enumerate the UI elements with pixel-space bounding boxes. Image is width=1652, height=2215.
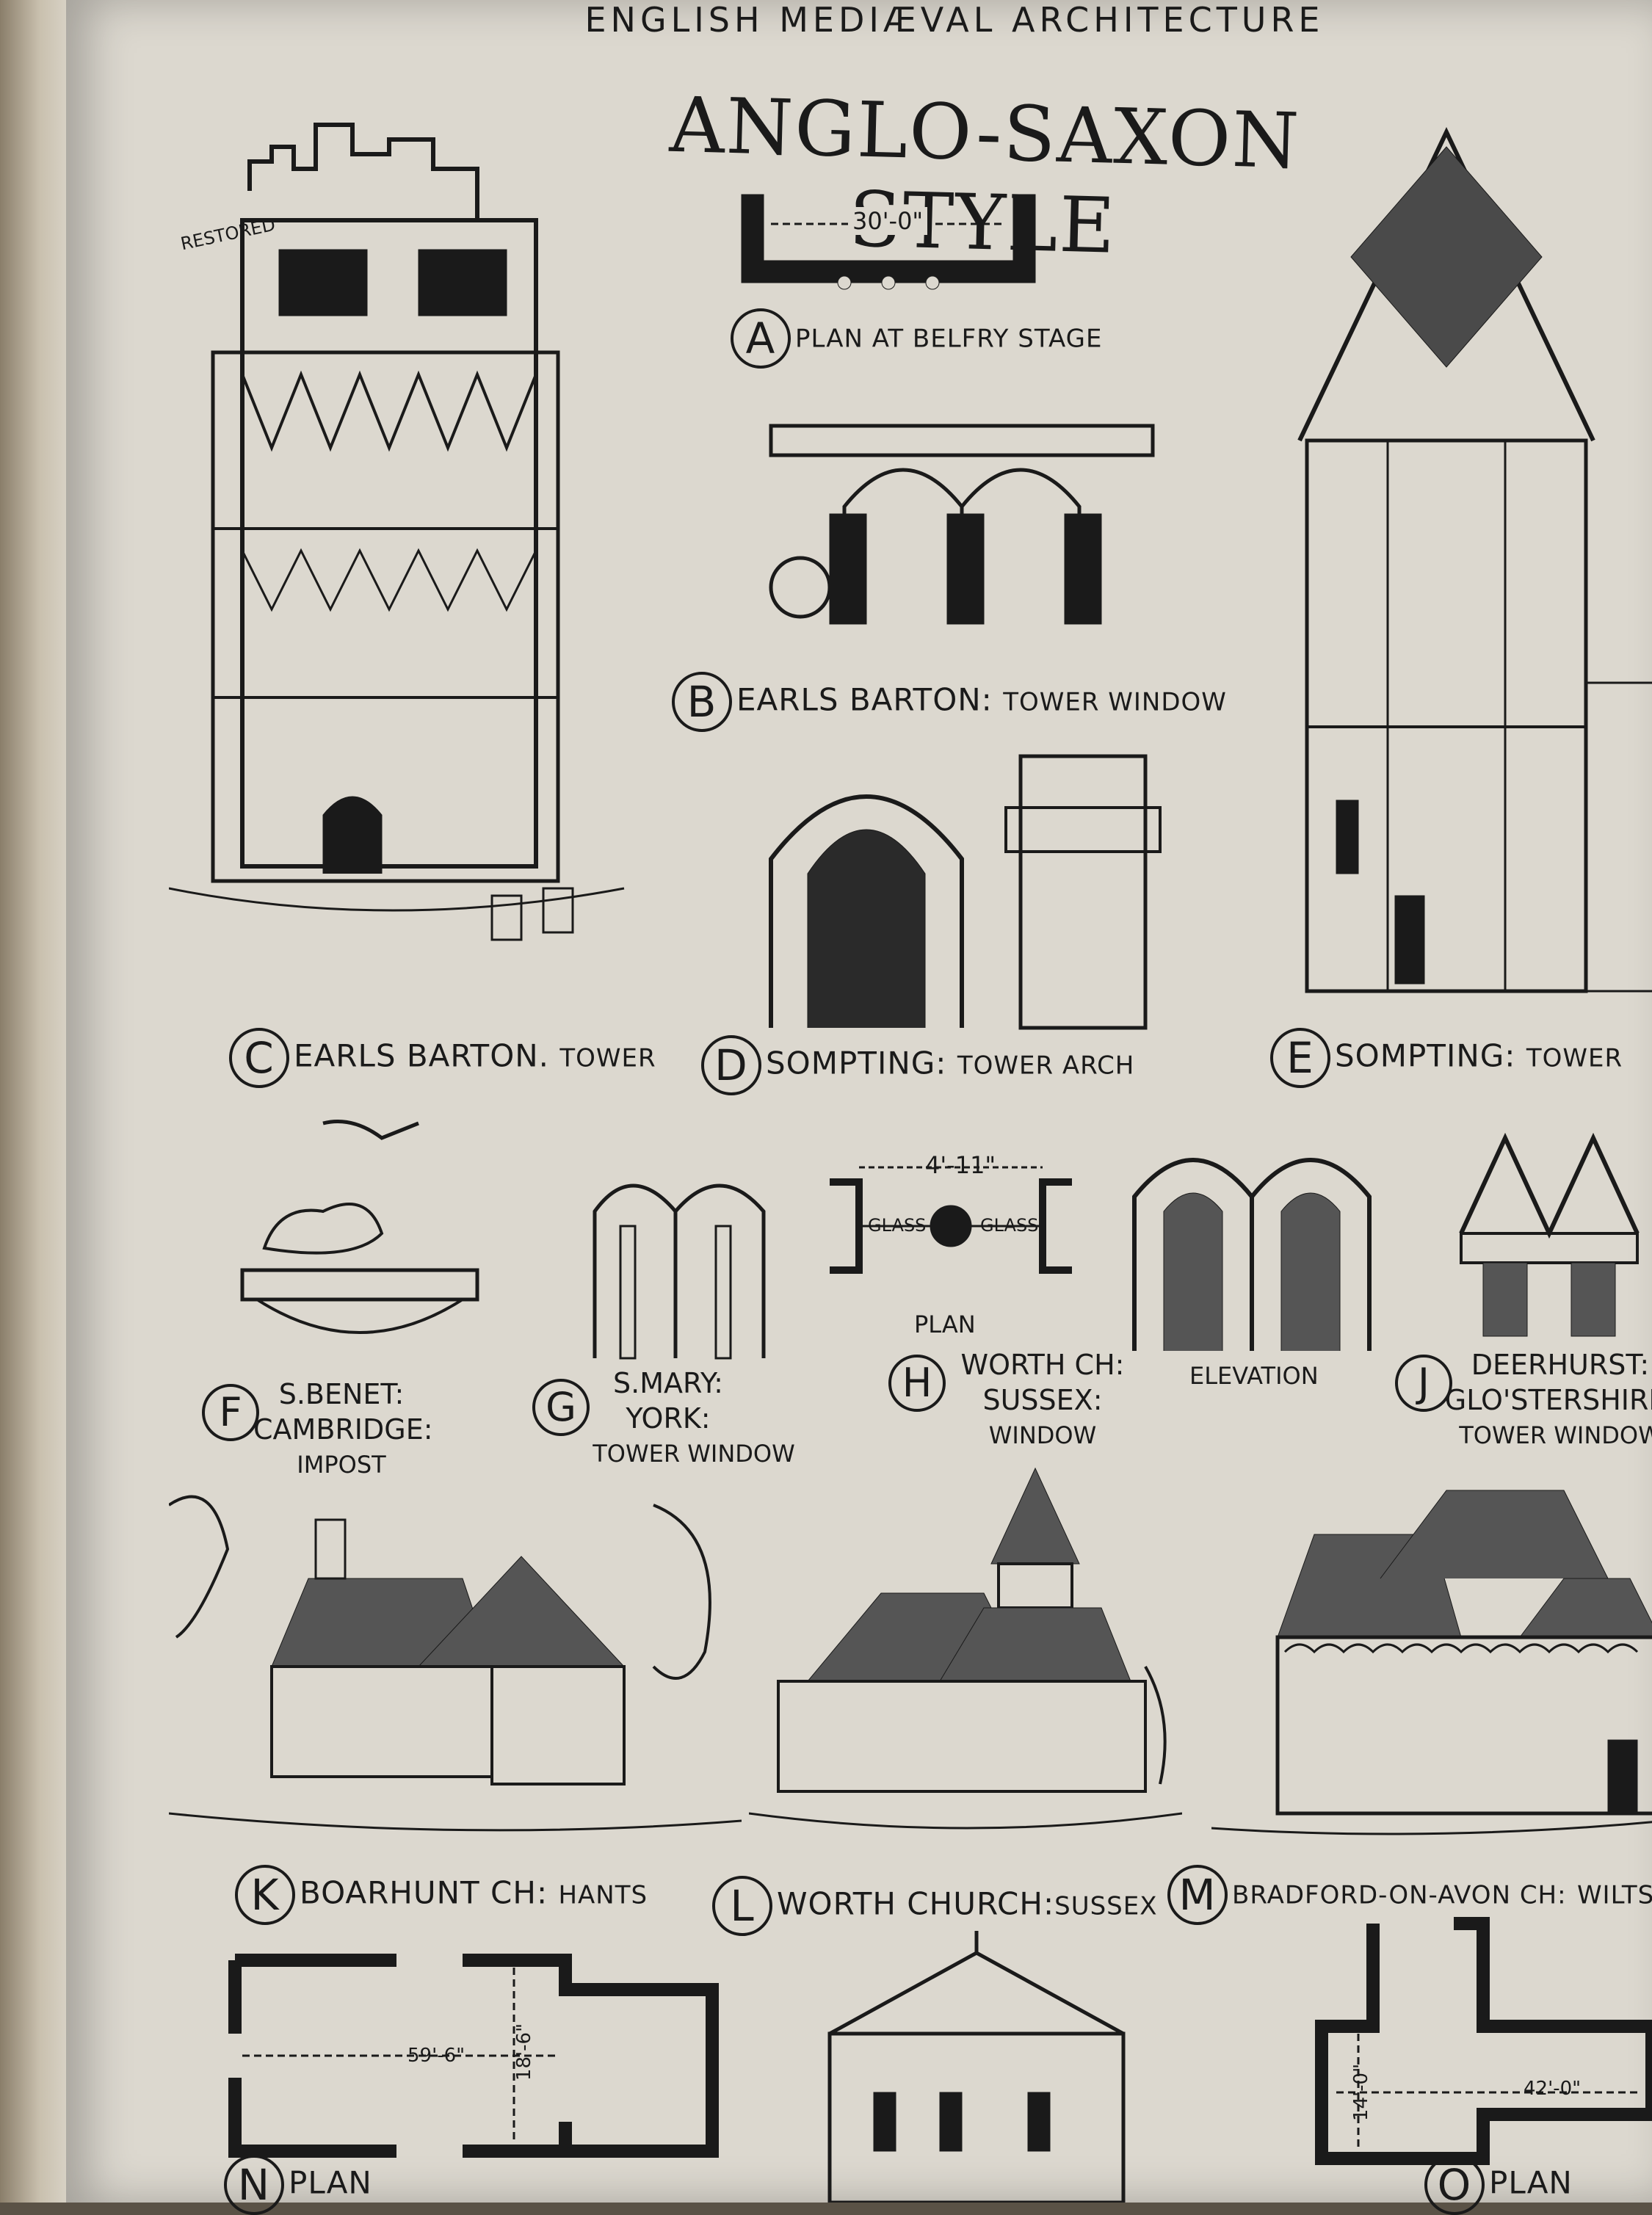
- caption-b-letter: B: [672, 672, 732, 732]
- caption-k-main: BOARHUNT CH:: [300, 1874, 548, 1911]
- tower-arch-d-drawing: [769, 754, 1162, 1030]
- plan-o-width-dim: 14'-0": [1350, 2063, 1373, 2122]
- worth-window-elevation-drawing: [1132, 1158, 1372, 1351]
- caption-g: G S.MARY: YORK: TOWER WINDOW: [521, 1366, 815, 1471]
- caption-l-letter: L: [712, 1876, 772, 1936]
- plan-a-dimension: 30'-0": [848, 207, 928, 235]
- caption-g-line3: TOWER WINDOW: [593, 1440, 795, 1468]
- caption-f-line3: IMPOST: [297, 1451, 386, 1479]
- caption-h: H WORTH CH: SUSSEX: WINDOW: [888, 1347, 1153, 1453]
- caption-e-main: SOMPTING:: [1335, 1037, 1516, 1074]
- caption-d-main: SOMPTING:: [766, 1045, 947, 1081]
- caption-j-line1: DEERHURST:: [1471, 1349, 1650, 1381]
- impost-f-drawing: [240, 1120, 479, 1334]
- caption-f: F S.BENET: CAMBRIDGE: IMPOST: [202, 1377, 433, 1482]
- sompting-tower-drawing: [1297, 127, 1652, 993]
- plan-o-length-dim: 42'-0": [1524, 2078, 1582, 2100]
- plan-n-drawing: [228, 1954, 719, 2158]
- caption-a-text: PLAN AT BELFRY STAGE: [795, 324, 1103, 354]
- bradford-church-drawing: [1211, 1490, 1652, 1835]
- caption-m-letter: M: [1167, 1865, 1228, 1925]
- caption-n-letter: N: [224, 2155, 284, 2215]
- caption-g-line2: YORK:: [626, 1402, 711, 1435]
- glass-left-label: GLASS: [868, 1215, 927, 1236]
- caption-c-letter: C: [229, 1028, 289, 1088]
- tower-window-b-drawing: [769, 424, 1155, 625]
- worth-church-drawing: [749, 1467, 1182, 1830]
- caption-f-line2: CAMBRIDGE:: [253, 1413, 433, 1446]
- caption-o-text: PLAN: [1489, 2164, 1573, 2201]
- caption-b-main: EARLS BARTON:: [736, 681, 993, 718]
- caption-m-sub: WILTS: [1576, 1880, 1652, 1910]
- caption-a-letter: A: [731, 308, 791, 369]
- plan-n-length-dim: 59'-6": [407, 2045, 465, 2067]
- caption-l-main: WORTH CHURCH:: [777, 1885, 1055, 1922]
- caption-c-sub: TOWER: [559, 1043, 656, 1073]
- caption-m-main: BRADFORD-ON-AVON CH:: [1232, 1880, 1567, 1910]
- caption-o-letter: O: [1424, 2155, 1485, 2215]
- caption-j-letter: J: [1395, 1355, 1452, 1412]
- plan-a-drawing: [741, 194, 1036, 290]
- boarhunt-church-drawing: [169, 1495, 742, 1832]
- worth-tower-drawing: [827, 1931, 1126, 2203]
- caption-f-line1: S.BENET:: [278, 1378, 405, 1410]
- tower-window-g-drawing: [593, 1183, 766, 1360]
- caption-h-line1: WORTH CH:: [960, 1349, 1125, 1381]
- caption-j: J DEERHURST: GLO'STERSHIRE: TOWER WINDOW: [1388, 1347, 1652, 1453]
- caption-h-line2: SUSSEX:: [982, 1384, 1103, 1416]
- plan-h-label: PLAN: [914, 1310, 976, 1338]
- caption-h-line3: WINDOW: [988, 1421, 1097, 1449]
- caption-c-main: EARLS BARTON.: [294, 1037, 550, 1074]
- caption-n-text: PLAN: [289, 2164, 372, 2201]
- caption-k-letter: K: [235, 1865, 295, 1925]
- caption-e-sub: TOWER: [1526, 1043, 1623, 1073]
- plan-h-dimension: 4'-11": [925, 1151, 996, 1179]
- book-page: ENGLISH MEDIÆVAL ARCHITECTURE ANGLO-SAXO…: [66, 0, 1652, 2215]
- caption-h-letter: H: [888, 1355, 946, 1412]
- caption-k-sub: HANTS: [558, 1880, 648, 1910]
- caption-g-line1: S.MARY:: [613, 1367, 723, 1399]
- glass-right-label: GLASS: [980, 1215, 1039, 1236]
- caption-b-sub: TOWER WINDOW: [1003, 687, 1227, 717]
- caption-g-letter: G: [532, 1379, 590, 1436]
- book-spine-shadow: [0, 0, 66, 2203]
- deerhurst-window-drawing: [1459, 1132, 1640, 1337]
- caption-j-line3: TOWER WINDOW: [1459, 1421, 1652, 1449]
- caption-f-letter: F: [202, 1384, 259, 1441]
- caption-d-sub: TOWER ARCH: [957, 1051, 1135, 1081]
- plan-n-width-dim: 18'-6": [513, 2023, 536, 2081]
- running-header: ENGLISH MEDIÆVAL ARCHITECTURE: [584, 0, 1325, 40]
- elevation-h-label: ELEVATION: [1189, 1362, 1319, 1390]
- caption-j-line2: GLO'STERSHIRE:: [1444, 1384, 1652, 1416]
- plan-o-drawing: [1315, 1917, 1652, 2165]
- caption-e-letter: E: [1270, 1028, 1330, 1088]
- worth-window-plan-drawing: [830, 1166, 1072, 1274]
- earls-barton-tower-drawing: [169, 123, 625, 941]
- caption-d-letter: D: [701, 1035, 761, 1095]
- caption-l-sub: SUSSEX: [1054, 1891, 1158, 1921]
